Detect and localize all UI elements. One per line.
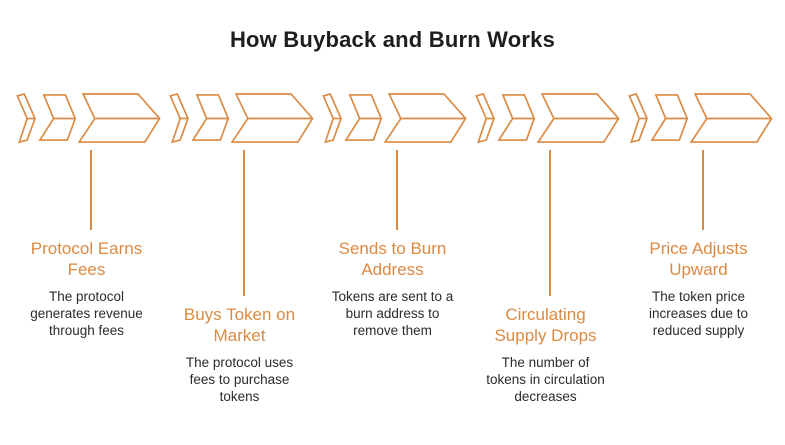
step-column-3: Sends to Burn Address Tokens are sent to… xyxy=(316,93,469,405)
page-title: How Buyback and Burn Works xyxy=(229,27,556,52)
connector-line xyxy=(242,150,245,296)
connector-line xyxy=(548,150,551,296)
step-title: Protocol Earns Fees xyxy=(30,239,143,279)
step-description: The protocol uses fees to purchase token… xyxy=(185,355,294,404)
triple-chevron-arrow-icon xyxy=(627,93,773,144)
step-description: The number of tokens in circulation decr… xyxy=(486,355,605,404)
step-column-5: Price Adjusts Upward The token price inc… xyxy=(622,93,775,405)
step-description: The protocol generates revenue through f… xyxy=(30,289,143,338)
connector-line xyxy=(701,150,704,230)
step-column-2: Buys Token on Market The protocol uses f… xyxy=(163,93,316,405)
step-title: Circulating Supply Drops xyxy=(494,305,597,345)
step-title: Sends to Burn Address xyxy=(338,239,447,279)
step-column-4: Circulating Supply Drops The number of t… xyxy=(469,93,622,405)
step-column-1: Protocol Earns Fees The protocol generat… xyxy=(10,93,163,405)
step-description: The token price increases due to reduced… xyxy=(648,289,749,338)
step-title: Buys Token on Market xyxy=(183,305,296,345)
triple-chevron-arrow-icon xyxy=(168,93,314,144)
steps-row: Protocol Earns Fees The protocol generat… xyxy=(0,93,785,405)
connector-line xyxy=(89,150,92,230)
connector-line xyxy=(395,150,398,230)
step-title: Price Adjusts Upward xyxy=(649,239,748,279)
triple-chevron-arrow-icon xyxy=(321,93,467,144)
triple-chevron-arrow-icon xyxy=(15,93,161,144)
triple-chevron-arrow-icon xyxy=(474,93,620,144)
step-description: Tokens are sent to a burn address to rem… xyxy=(331,289,454,338)
